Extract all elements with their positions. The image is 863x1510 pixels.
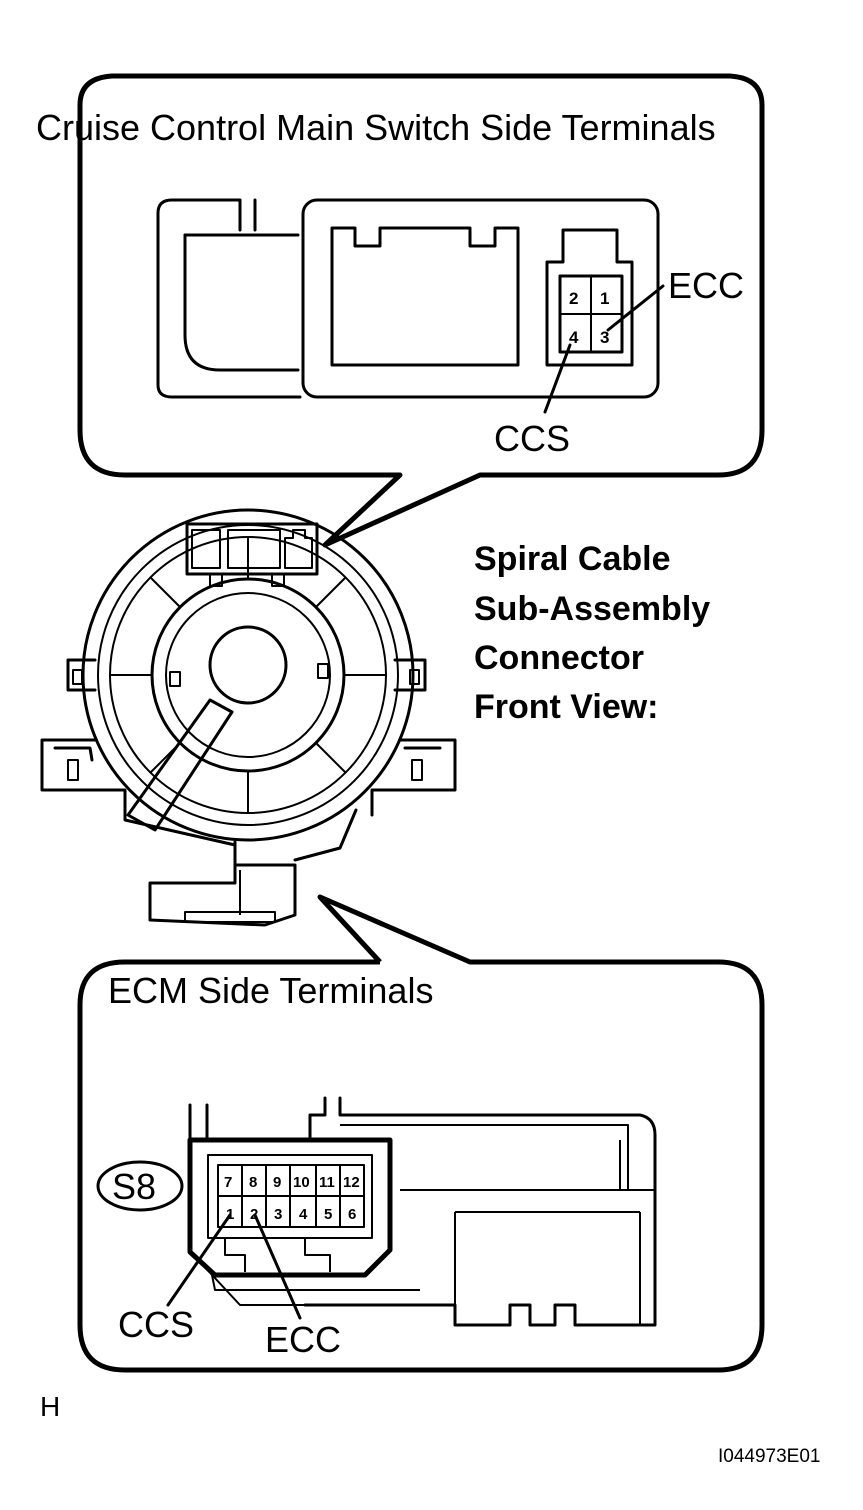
switch-pin-3: 3 [600,328,609,347]
ecm-pin-7: 7 [224,1174,232,1191]
spiral-cable-assembly [40,508,457,927]
top-callout-frame [77,73,765,200]
ecc-label-bottom: ECC [265,1319,341,1360]
figure-id: I044973E01 [718,1446,821,1467]
ecm-pin-8: 8 [249,1174,257,1191]
caption-line-4: Front View: [474,688,659,726]
ecm-pin-5: 5 [324,1206,332,1223]
ecc-label-top: ECC [668,265,744,306]
ecm-pin-6: 6 [348,1206,356,1223]
caption-line-3: Connector [474,639,644,677]
ecm-pin-9: 9 [273,1174,281,1191]
ecm-pin-3: 3 [274,1206,282,1223]
switch-pin-4: 4 [569,328,579,347]
ccs-label-bottom: CCS [118,1304,194,1345]
spiral-top-connector [185,522,319,587]
caption-line-2: Sub-Assembly [474,590,710,628]
ecm-pin-4: 4 [299,1206,308,1223]
ecc-leader-bottom [253,1213,302,1320]
ecm-pin-11: 11 [319,1174,335,1191]
bottom-callout-title: ECM Side Terminals [108,970,433,1011]
ccs-label-top: CCS [494,418,570,459]
ecm-connector-housing: 7 8 9 10 11 12 1 2 3 4 5 6 [187,1096,657,1327]
connector-caption: Spiral Cable Sub-Assembly Connector Fron… [474,540,710,726]
bottom-callout-frame [77,894,765,1373]
ecc-leader-top [606,284,665,332]
top-callout-title: Cruise Control Main Switch Side Terminal… [36,107,716,148]
top-callout: Cruise Control Main Switch Side Terminal… [36,73,765,548]
switch-pin-2: 2 [569,289,578,308]
switch-connector-housing: 2 1 4 3 [156,198,660,399]
switch-pin-1: 1 [600,289,609,308]
spiral-bottom-connector [148,808,358,927]
ecm-pin-12: 12 [343,1174,360,1191]
caption-line-1: Spiral Cable [474,540,671,578]
ccs-leader-top [543,343,572,414]
ccs-leader-bottom [166,1213,232,1307]
connector-id-label: S8 [112,1166,156,1207]
corner-mark: H [40,1391,60,1422]
top-callout-frame-lower [77,195,765,548]
ecm-pin-10: 10 [293,1174,310,1191]
bottom-callout: ECM Side Terminals [77,894,765,1373]
connector-id-badge [96,1160,184,1212]
